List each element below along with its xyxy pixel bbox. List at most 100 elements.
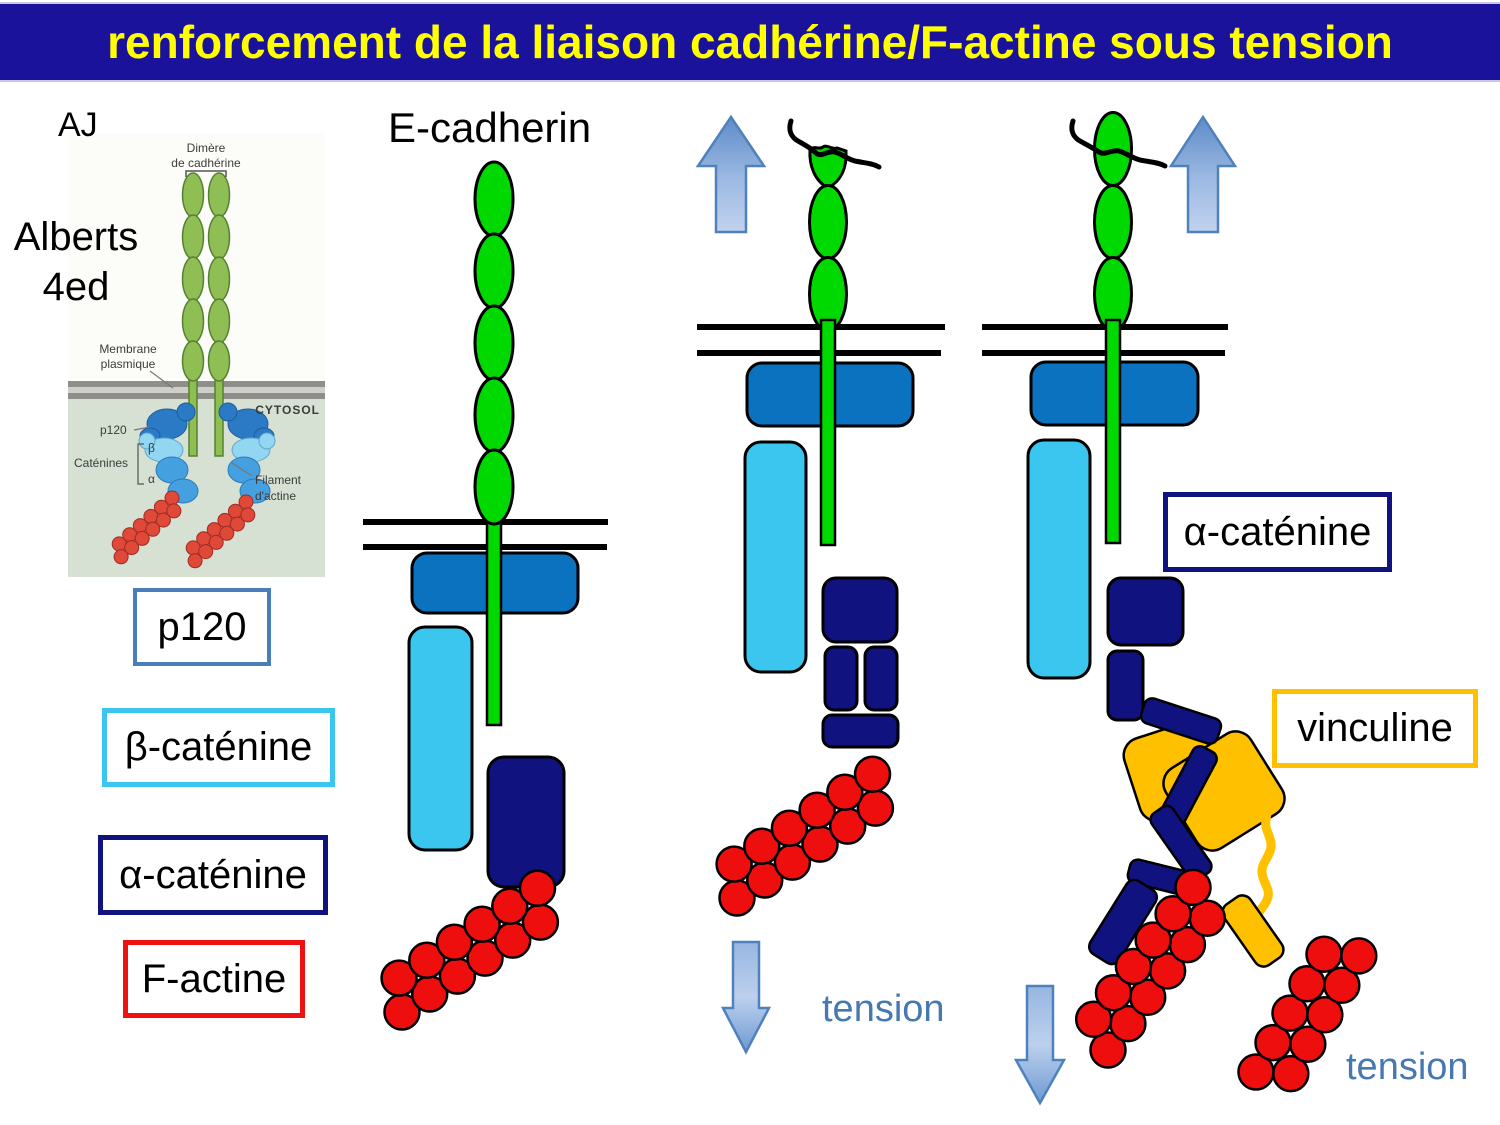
- source-credit-line1: Alberts: [13, 215, 139, 259]
- actin-monomer: [1089, 1031, 1127, 1069]
- alberts-figure: Dimère de cadhérine Membrane plasmique C…: [68, 133, 325, 577]
- tension-label: tension: [822, 988, 945, 1030]
- actin-monomer: [166, 503, 182, 519]
- cadherin-ectodomain: [1093, 111, 1133, 332]
- unfolded-peptide-squiggle: [787, 118, 882, 170]
- unfolded-peptide-squiggle: [1069, 118, 1168, 169]
- actin-monomer: [229, 516, 245, 532]
- actin-monomer: [743, 827, 781, 865]
- actin-monomer: [1272, 1054, 1310, 1093]
- actin-monomer: [198, 544, 214, 560]
- actin-monomer: [219, 525, 235, 541]
- actin-monomer: [240, 507, 256, 523]
- plasma-membrane-line: [363, 544, 607, 550]
- actin-monomer: [491, 887, 529, 925]
- e-cadherin-complex-vinculin: [982, 111, 1378, 1106]
- actin-monomer: [1154, 894, 1192, 933]
- actin-monomer: [134, 530, 150, 546]
- dimere-label: Dimère: [187, 141, 226, 155]
- aj-label: AJ: [58, 106, 98, 144]
- f-actin-filament: [111, 490, 182, 565]
- actin-monomer: [380, 959, 418, 997]
- actin-monomer: [1134, 921, 1172, 959]
- f-actin-filament: [715, 755, 895, 917]
- tension-label: tension: [1346, 1046, 1469, 1088]
- legend-box-beta-catenine: β-caténine: [102, 708, 335, 787]
- actin-monomer: [770, 809, 809, 847]
- e-cadherin-complex-relaxed: [363, 160, 608, 1031]
- actin-monomer: [853, 755, 892, 794]
- actin-monomer: [518, 869, 557, 908]
- actin-monomer: [1289, 1025, 1327, 1063]
- tension-arrow-down: [720, 940, 772, 1055]
- catenines-label: Caténines: [74, 456, 128, 470]
- e-cadherin-label: E-cadherin: [388, 104, 592, 151]
- legend-box-p120: p120: [133, 588, 271, 666]
- actin-monomer: [1306, 996, 1344, 1034]
- alpha-catenin-head: [1106, 576, 1185, 647]
- actin-monomer: [1340, 937, 1378, 975]
- filament-label: Filament: [255, 473, 302, 487]
- actin-monomer: [1114, 947, 1153, 986]
- p120-label: p120: [100, 423, 127, 437]
- beta-catenin-blobs: [138, 432, 276, 463]
- actin-monomer: [124, 540, 140, 556]
- alpha-catenin-unfolding: [821, 576, 900, 749]
- cytosol-label: CYTOSOL: [255, 403, 320, 417]
- actin-monomer: [1094, 974, 1133, 1012]
- actin-monomer: [1323, 966, 1361, 1005]
- actin-monomer: [113, 549, 129, 565]
- alpha-catenin-segment: [1106, 649, 1145, 722]
- legend-box-f-actine: F-actine: [123, 940, 305, 1018]
- actin-monomer: [1074, 1000, 1113, 1038]
- tension-arrow-down: [1013, 984, 1067, 1106]
- svg-text:d'actine: d'actine: [255, 489, 296, 503]
- actin-monomer: [185, 540, 201, 556]
- catenines-bracket: [137, 443, 144, 485]
- actin-monomer: [155, 512, 171, 528]
- f-actin-filament: [185, 494, 256, 569]
- f-actin-filament: [1237, 935, 1378, 1093]
- slide-title: renforcement de la liaison cadhérine/F-a…: [107, 16, 1393, 68]
- actin-monomer: [1174, 868, 1212, 907]
- callout-box-alpha-catenine: α-caténine: [1163, 492, 1392, 572]
- actin-monomer: [798, 791, 836, 829]
- cadherin-ectodomain: [473, 160, 515, 526]
- e-cadherin-complex-tension: [695, 114, 945, 1055]
- beta-catenin-block: [407, 625, 474, 852]
- alpha-symbol: α: [148, 472, 155, 486]
- plasma-membrane-line: [697, 350, 941, 356]
- actin-monomer: [826, 773, 864, 811]
- cadherin-tail: [485, 503, 503, 727]
- dimere-bracket: [185, 170, 227, 177]
- source-credit-line2: 4ed: [42, 265, 110, 309]
- actin-monomer: [463, 905, 501, 943]
- source-credit: Alberts 4ed: [6, 212, 146, 312]
- cadherin-tail: [819, 318, 837, 547]
- actin-monomer: [435, 923, 474, 961]
- beta-catenin-block: [743, 440, 808, 674]
- actin-monomer: [187, 553, 203, 569]
- actin-monomer: [408, 941, 446, 979]
- actin-monomer: [145, 521, 161, 537]
- beta-symbol: β: [148, 441, 155, 455]
- cadherin-tail: [1104, 318, 1122, 545]
- tension-arrow-up: [1168, 114, 1238, 234]
- tension-arrow-up: [695, 114, 767, 234]
- svg-text:de cadhérine: de cadhérine: [171, 156, 241, 170]
- actin-monomer: [208, 534, 224, 550]
- f-actin-filament: [380, 869, 560, 1031]
- actin-monomer: [1305, 935, 1343, 973]
- actin-monomer: [111, 536, 127, 552]
- plasma-membrane-line: [982, 350, 1225, 356]
- svg-text:plasmique: plasmique: [101, 357, 156, 371]
- alpha-catenin-block: [486, 755, 566, 889]
- actin-monomer: [715, 845, 753, 883]
- beta-catenin-block: [1026, 438, 1092, 680]
- f-actin-filament: [1074, 868, 1227, 1069]
- title-bar: renforcement de la liaison cadhérine/F-a…: [0, 2, 1500, 82]
- vinculin-tail: [1221, 894, 1285, 968]
- membrane-label: Membrane: [99, 342, 157, 356]
